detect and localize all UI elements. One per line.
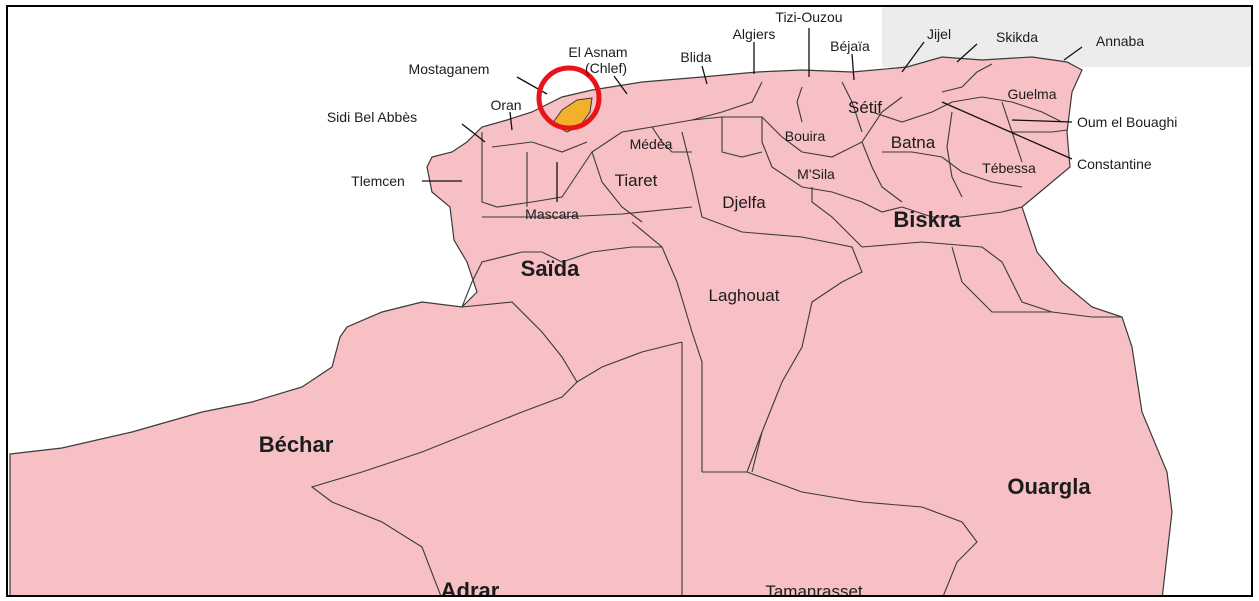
- label-saida: Saïda: [521, 256, 580, 281]
- label-tizi-ouzou: Tizi-Ouzou: [775, 9, 842, 25]
- land-mass: [9, 56, 1173, 595]
- leader-lines: [422, 28, 1083, 202]
- marker-circle: [536, 65, 602, 131]
- label-msila: M'Sila: [797, 166, 835, 182]
- label-bechar: Béchar: [259, 432, 334, 457]
- label-tebessa: Tébessa: [982, 160, 1036, 176]
- label-skikda: Skikda: [996, 29, 1038, 45]
- label-djelfa: Djelfa: [722, 193, 766, 212]
- label-guelma: Guelma: [1007, 86, 1056, 102]
- label-sidi-bel-abbes: Sidi Bel Abbès: [327, 109, 417, 125]
- label-adrar: Adrar: [441, 578, 500, 597]
- label-batna: Batna: [891, 133, 936, 152]
- label-tamanrasset: Tamanrasset: [765, 582, 863, 597]
- label-oum-el-bouaghi: Oum el Bouaghi: [1077, 114, 1177, 130]
- label-chlef: (Chlef): [585, 60, 627, 76]
- label-oran: Oran: [490, 97, 521, 113]
- label-bejaia: Béjaïa: [830, 38, 870, 54]
- label-biskra: Biskra: [893, 207, 961, 232]
- label-mascara: Mascara: [525, 206, 579, 222]
- label-algiers: Algiers: [733, 26, 776, 42]
- label-tlemcen: Tlemcen: [351, 173, 405, 189]
- map-frame: Tizi-Ouzou Algiers Béjaïa Jijel Skikda A…: [6, 5, 1253, 597]
- label-jijel: Jijel: [927, 26, 951, 42]
- label-setif: Sétif: [848, 98, 882, 117]
- label-tiaret: Tiaret: [615, 171, 658, 190]
- label-bouira: Bouira: [785, 128, 826, 144]
- label-mostaganem: Mostaganem: [409, 61, 490, 77]
- label-annaba: Annaba: [1096, 33, 1144, 49]
- algeria-map: Tizi-Ouzou Algiers Béjaïa Jijel Skikda A…: [8, 7, 1251, 597]
- label-laghouat: Laghouat: [709, 286, 780, 305]
- region-labels: Tizi-Ouzou Algiers Béjaïa Jijel Skikda A…: [259, 9, 1178, 597]
- label-ouargla: Ouargla: [1007, 474, 1091, 499]
- chlef-highlight: [551, 97, 593, 133]
- label-blida: Blida: [680, 49, 711, 65]
- region-borders: [310, 63, 1122, 595]
- label-constantine: Constantine: [1077, 156, 1152, 172]
- label-medea: Médéa: [630, 136, 673, 152]
- label-el-asnam: El Asnam: [568, 44, 627, 60]
